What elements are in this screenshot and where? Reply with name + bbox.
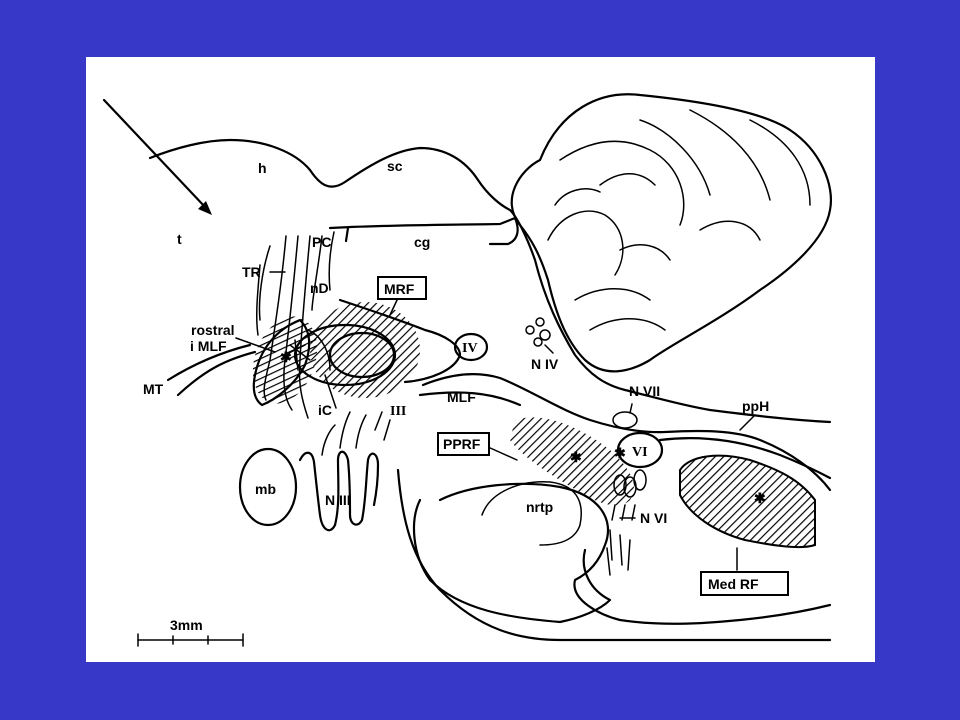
label-pc: PC [312, 234, 331, 250]
label-ic: iC [318, 402, 332, 418]
label-medrf: Med RF [708, 576, 759, 592]
label-nvi: N VI [640, 510, 667, 526]
hatched-regions [252, 302, 816, 549]
oculomotor-rootlets [298, 411, 391, 532]
label-nvii: N VII [629, 383, 660, 399]
label-t: t [177, 231, 182, 247]
small-structures [238, 317, 664, 576]
label-pprf: PPRF [443, 436, 481, 452]
boxed-labels [377, 276, 789, 596]
scale-bar: 3mm [137, 617, 244, 647]
label-mrf: MRF [384, 281, 415, 297]
label-nd: nD [310, 280, 329, 296]
label-vi: VI [632, 445, 648, 460]
arrow [102, 98, 212, 215]
label-tr: TR [242, 264, 261, 280]
diagram-panel: ✱ ✱ ✱ ✱ [86, 57, 875, 662]
rostral-imlf-region [252, 316, 318, 404]
label-nrtp: nrtp [526, 499, 553, 515]
scale-label: 3mm [170, 617, 203, 633]
label-mlf: MLF [447, 389, 476, 405]
pons [396, 468, 832, 642]
brainstem-outline [148, 138, 832, 492]
lesion-markers: ✱ ✱ ✱ ✱ [280, 349, 766, 506]
label-mb: mb [255, 481, 276, 497]
label-iv: IV [462, 341, 478, 356]
label-h: h [258, 160, 267, 176]
label-sc: sc [387, 158, 403, 174]
star-marker: ✱ [570, 449, 582, 465]
pprf-region [510, 417, 634, 506]
label-niii: N III [325, 492, 351, 508]
leader-lines [235, 271, 756, 571]
star-marker: ✱ [280, 349, 292, 365]
label-imlf: i MLF [190, 338, 227, 354]
medrf-region [679, 454, 816, 549]
label-cg: cg [414, 234, 430, 250]
vi-nucleus [616, 431, 664, 469]
label-pph: ppH [742, 398, 769, 414]
label-rostral: rostral [191, 322, 235, 338]
star-marker: ✱ [614, 445, 626, 461]
label-iii: III [390, 404, 406, 419]
label-niv: N IV [531, 356, 559, 372]
brainstem-diagram: ✱ ✱ ✱ ✱ [102, 93, 833, 647]
iv-nucleus [453, 332, 489, 362]
cerebellum [510, 93, 833, 373]
label-mt: MT [143, 381, 164, 397]
star-marker: ✱ [754, 490, 766, 506]
mb-nucleus [238, 447, 298, 527]
